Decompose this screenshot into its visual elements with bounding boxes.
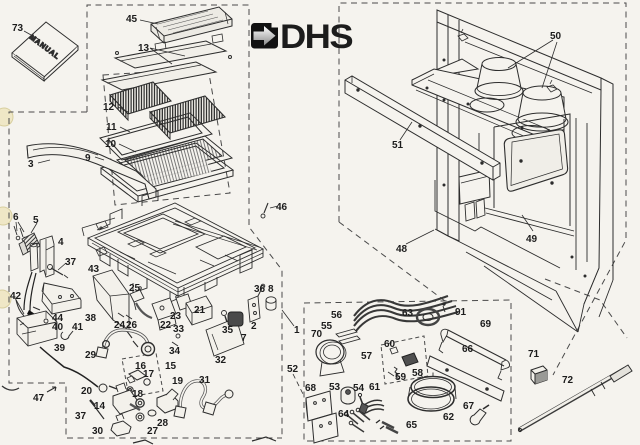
svg-text:54: 54 [353,383,365,394]
svg-text:50: 50 [550,31,562,42]
svg-text:91: 91 [455,307,467,318]
svg-text:44: 44 [52,313,64,324]
svg-text:13: 13 [138,43,150,54]
svg-text:9: 9 [85,153,91,164]
svg-text:34: 34 [169,346,181,357]
svg-text:46: 46 [276,202,288,213]
svg-text:60: 60 [384,339,396,350]
svg-text:35: 35 [222,325,234,336]
svg-text:64: 64 [338,409,350,420]
svg-text:47: 47 [33,393,45,404]
svg-text:33: 33 [173,324,185,335]
svg-text:62: 62 [443,412,455,423]
svg-text:42: 42 [10,291,22,302]
svg-text:DHS: DHS [280,18,353,56]
svg-text:52: 52 [287,364,299,375]
svg-text:24: 24 [114,320,126,331]
svg-text:2: 2 [251,321,257,332]
svg-text:66: 66 [462,344,474,355]
svg-text:30: 30 [92,426,104,437]
svg-text:73: 73 [12,23,24,34]
svg-text:5: 5 [33,215,39,226]
svg-text:37: 37 [65,257,77,268]
svg-text:14: 14 [94,401,106,412]
svg-text:59: 59 [395,372,407,383]
svg-text:6: 6 [13,212,19,223]
svg-text:25: 25 [129,283,141,294]
svg-text:40: 40 [52,322,64,333]
svg-text:4: 4 [58,237,64,248]
svg-text:36: 36 [254,284,266,295]
svg-text:26: 26 [126,320,138,331]
svg-text:27: 27 [147,426,159,437]
svg-text:51: 51 [392,140,404,151]
svg-text:38: 38 [85,313,97,324]
svg-text:57: 57 [361,351,373,362]
svg-text:69: 69 [480,319,492,330]
svg-text:8: 8 [268,284,274,295]
svg-text:15: 15 [165,361,177,372]
svg-text:58: 58 [412,368,424,379]
svg-text:56: 56 [331,310,343,321]
svg-text:32: 32 [215,355,227,366]
svg-text:65: 65 [406,420,418,431]
svg-text:3: 3 [28,159,34,170]
svg-text:17: 17 [143,369,155,380]
svg-text:12: 12 [103,102,115,113]
svg-text:7: 7 [241,333,247,344]
svg-text:22: 22 [160,320,172,331]
svg-text:70: 70 [311,329,323,340]
svg-text:28: 28 [157,418,169,429]
svg-text:37: 37 [75,411,87,422]
svg-text:23: 23 [170,311,182,322]
svg-text:63: 63 [402,308,414,319]
svg-text:43: 43 [88,264,100,275]
svg-text:49: 49 [526,234,538,245]
svg-text:19: 19 [172,376,184,387]
svg-text:31: 31 [199,375,211,386]
svg-text:20: 20 [81,386,93,397]
svg-text:53: 53 [329,382,341,393]
svg-text:16: 16 [135,361,147,372]
svg-text:21: 21 [194,305,206,316]
svg-text:48: 48 [396,244,408,255]
svg-text:61: 61 [369,382,381,393]
svg-text:10: 10 [105,139,117,150]
svg-text:18: 18 [132,389,144,400]
svg-text:1: 1 [294,325,300,336]
svg-text:55: 55 [321,321,333,332]
svg-text:41: 41 [72,322,84,333]
svg-text:72: 72 [562,375,574,386]
svg-text:39: 39 [54,343,66,354]
svg-text:71: 71 [528,349,540,360]
svg-text:67: 67 [463,401,475,412]
svg-text:45: 45 [126,14,138,25]
svg-text:11: 11 [106,122,117,133]
svg-text:29: 29 [85,350,97,361]
svg-text:68: 68 [305,383,317,394]
